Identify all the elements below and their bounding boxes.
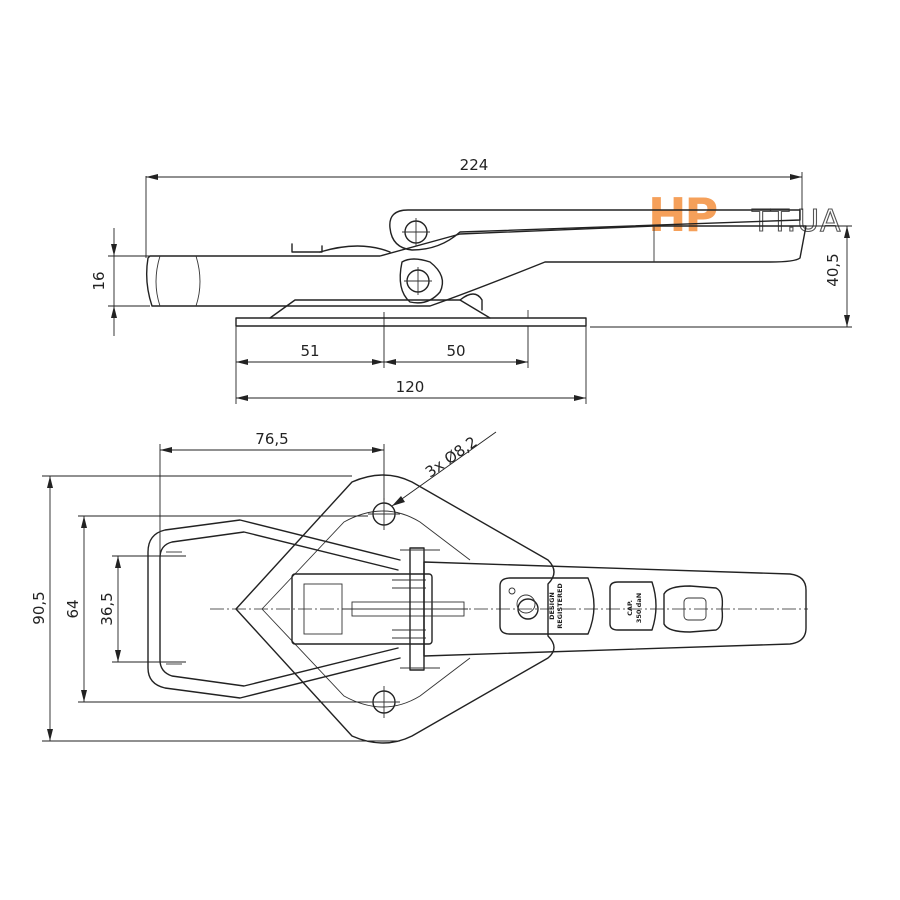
wire-loop-inner bbox=[159, 531, 399, 687]
dim-76-5: 76,5 bbox=[255, 430, 288, 448]
arrow-16-t bbox=[111, 244, 117, 256]
dim-36-5: 36,5 bbox=[98, 592, 116, 625]
lever-arm bbox=[145, 225, 807, 307]
arrow-50-r bbox=[516, 359, 528, 365]
lock-nub bbox=[459, 293, 483, 311]
body-curve bbox=[319, 245, 391, 253]
dim-50: 50 bbox=[446, 342, 465, 360]
grip-window bbox=[683, 597, 707, 621]
screw-bar bbox=[351, 601, 465, 617]
side-view: 224 40,5 16 51 50 120 bbox=[90, 156, 852, 404]
arrow-36-b bbox=[115, 650, 121, 662]
dim-224: 224 bbox=[460, 156, 489, 174]
design-logo bbox=[516, 594, 536, 614]
arrow-224-l bbox=[146, 174, 158, 180]
arrow-120-r bbox=[574, 395, 586, 401]
top-view: DESIGN REGISTERED CAP. 350 daN 76,5 3x Ø… bbox=[30, 430, 808, 744]
arrow-76-l bbox=[160, 447, 172, 453]
plate-inner bbox=[261, 510, 471, 708]
hole-leader-arrow bbox=[392, 496, 405, 506]
cap-label: CAP. bbox=[626, 600, 634, 616]
arrow-120-l bbox=[236, 395, 248, 401]
dim-51: 51 bbox=[300, 342, 319, 360]
badge-capacity bbox=[609, 581, 657, 631]
base-plate-top bbox=[235, 474, 555, 744]
badge-design bbox=[499, 577, 595, 635]
arrow-64-b bbox=[81, 690, 87, 702]
dim-90-5: 90,5 bbox=[30, 591, 48, 624]
arrow-50-l bbox=[384, 359, 396, 365]
dim-64: 64 bbox=[64, 599, 82, 618]
body-top bbox=[291, 243, 323, 253]
upper-link bbox=[389, 209, 801, 251]
arrow-16-b bbox=[111, 306, 117, 318]
arrow-76-r bbox=[372, 447, 384, 453]
lever-break-1 bbox=[155, 255, 161, 307]
registered-mark bbox=[508, 587, 516, 595]
grip-slot bbox=[663, 585, 724, 633]
hole-callout: 3x Ø8,2 bbox=[422, 433, 481, 482]
dim-16: 16 bbox=[90, 271, 108, 290]
watermark-brand-hp: HP bbox=[648, 188, 716, 242]
cap-value: 350 daN bbox=[635, 593, 643, 623]
arrow-64-t bbox=[81, 516, 87, 528]
lower-boss bbox=[399, 258, 444, 304]
arrow-51-l bbox=[236, 359, 248, 365]
arrow-36-t bbox=[115, 556, 121, 568]
arrow-51-r bbox=[372, 359, 384, 365]
design-label: DESIGN bbox=[548, 592, 556, 620]
base-plate bbox=[235, 317, 587, 327]
watermark-logo: HP TT.UA bbox=[648, 188, 841, 242]
spring-lines bbox=[392, 579, 426, 639]
dim-120: 120 bbox=[396, 378, 425, 396]
arrow-90-b bbox=[47, 729, 53, 741]
dim-40-5: 40,5 bbox=[824, 253, 842, 286]
arrow-224-r bbox=[790, 174, 802, 180]
lever-top bbox=[423, 561, 807, 657]
arrow-40-b bbox=[844, 315, 850, 327]
arrow-90-t bbox=[47, 476, 53, 488]
registered-label: REGISTERED bbox=[556, 583, 564, 629]
lever-break-2 bbox=[195, 255, 201, 307]
arrow-40-t bbox=[844, 226, 850, 238]
body-block bbox=[269, 299, 491, 319]
hole-leader bbox=[391, 431, 497, 507]
